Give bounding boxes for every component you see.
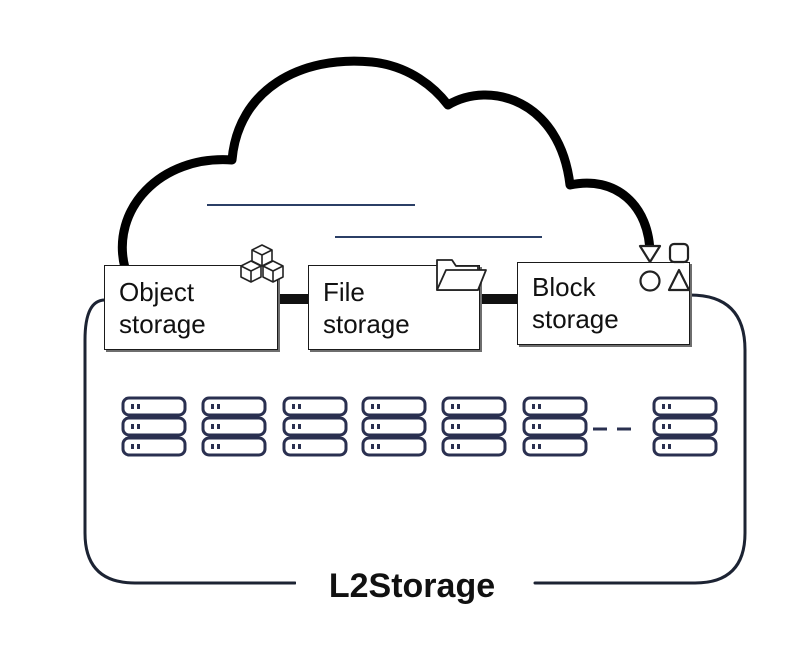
server-unit bbox=[121, 396, 187, 417]
server-unit bbox=[121, 416, 187, 437]
server-led bbox=[668, 444, 671, 449]
server-led bbox=[457, 444, 460, 449]
server-led bbox=[532, 424, 535, 429]
server-led bbox=[532, 444, 535, 449]
server-led bbox=[292, 404, 295, 409]
server-led bbox=[668, 424, 671, 429]
server-unit bbox=[522, 436, 588, 457]
server-led bbox=[371, 404, 374, 409]
server-led bbox=[532, 404, 535, 409]
server-led bbox=[298, 424, 301, 429]
server-unit bbox=[361, 436, 427, 457]
server-unit bbox=[282, 436, 348, 457]
server-led bbox=[292, 424, 295, 429]
server-unit bbox=[652, 396, 718, 417]
object-storage-label-line2: storage bbox=[119, 309, 206, 339]
connector-bar bbox=[276, 294, 310, 304]
server-led bbox=[371, 444, 374, 449]
object-storage-label-line1: Object bbox=[119, 277, 195, 307]
server-led bbox=[137, 424, 140, 429]
server-unit bbox=[361, 396, 427, 417]
cloud-outline bbox=[117, 56, 655, 273]
server-unit bbox=[522, 396, 588, 417]
block-storage-label-line1: Block bbox=[532, 272, 596, 302]
server-led bbox=[292, 444, 295, 449]
diagram-title: L2Storage bbox=[296, 566, 528, 606]
file-storage-box: File storage bbox=[308, 265, 480, 350]
server-icon bbox=[441, 396, 507, 457]
server-led bbox=[538, 404, 541, 409]
server-led bbox=[538, 424, 541, 429]
server-unit bbox=[361, 416, 427, 437]
server-led bbox=[662, 404, 665, 409]
server-led bbox=[538, 444, 541, 449]
server-icon bbox=[361, 396, 427, 457]
block-storage-box: Block storage bbox=[517, 262, 690, 345]
folder-icon bbox=[436, 259, 487, 291]
server-led bbox=[211, 444, 214, 449]
server-led bbox=[298, 404, 301, 409]
server-led bbox=[131, 444, 134, 449]
server-unit bbox=[121, 436, 187, 457]
connector-bar bbox=[479, 294, 519, 304]
file-storage-label-line2: storage bbox=[323, 309, 410, 339]
server-led bbox=[377, 424, 380, 429]
server-led bbox=[451, 404, 454, 409]
server-unit bbox=[652, 416, 718, 437]
server-icon bbox=[201, 396, 267, 457]
server-unit bbox=[441, 396, 507, 417]
server-icon bbox=[282, 396, 348, 457]
server-led bbox=[217, 444, 220, 449]
server-led bbox=[298, 444, 301, 449]
server-unit bbox=[201, 436, 267, 457]
server-led bbox=[371, 424, 374, 429]
server-led bbox=[668, 404, 671, 409]
server-led bbox=[211, 404, 214, 409]
server-unit bbox=[652, 436, 718, 457]
server-icon bbox=[121, 396, 187, 457]
cubes-icon bbox=[240, 244, 284, 283]
server-led bbox=[451, 444, 454, 449]
server-unit bbox=[282, 396, 348, 417]
server-led bbox=[377, 404, 380, 409]
server-led bbox=[457, 404, 460, 409]
server-unit bbox=[201, 416, 267, 437]
server-unit bbox=[441, 416, 507, 437]
server-led bbox=[662, 424, 665, 429]
server-led bbox=[217, 424, 220, 429]
server-row bbox=[121, 396, 718, 457]
server-led bbox=[137, 444, 140, 449]
server-unit bbox=[522, 416, 588, 437]
server-unit bbox=[282, 416, 348, 437]
block-storage-label-line2: storage bbox=[532, 304, 619, 334]
server-led bbox=[131, 424, 134, 429]
file-storage-label-line1: File bbox=[323, 277, 365, 307]
server-led bbox=[137, 404, 140, 409]
server-led bbox=[377, 444, 380, 449]
shapes-icon bbox=[638, 242, 691, 292]
server-unit bbox=[201, 396, 267, 417]
server-icon bbox=[652, 396, 718, 457]
server-led bbox=[131, 404, 134, 409]
server-icon bbox=[522, 396, 588, 457]
server-unit bbox=[441, 436, 507, 457]
server-led bbox=[217, 404, 220, 409]
storage-frame bbox=[83, 293, 747, 585]
server-led bbox=[662, 444, 665, 449]
server-led bbox=[451, 424, 454, 429]
server-led bbox=[211, 424, 214, 429]
server-led bbox=[457, 424, 460, 429]
